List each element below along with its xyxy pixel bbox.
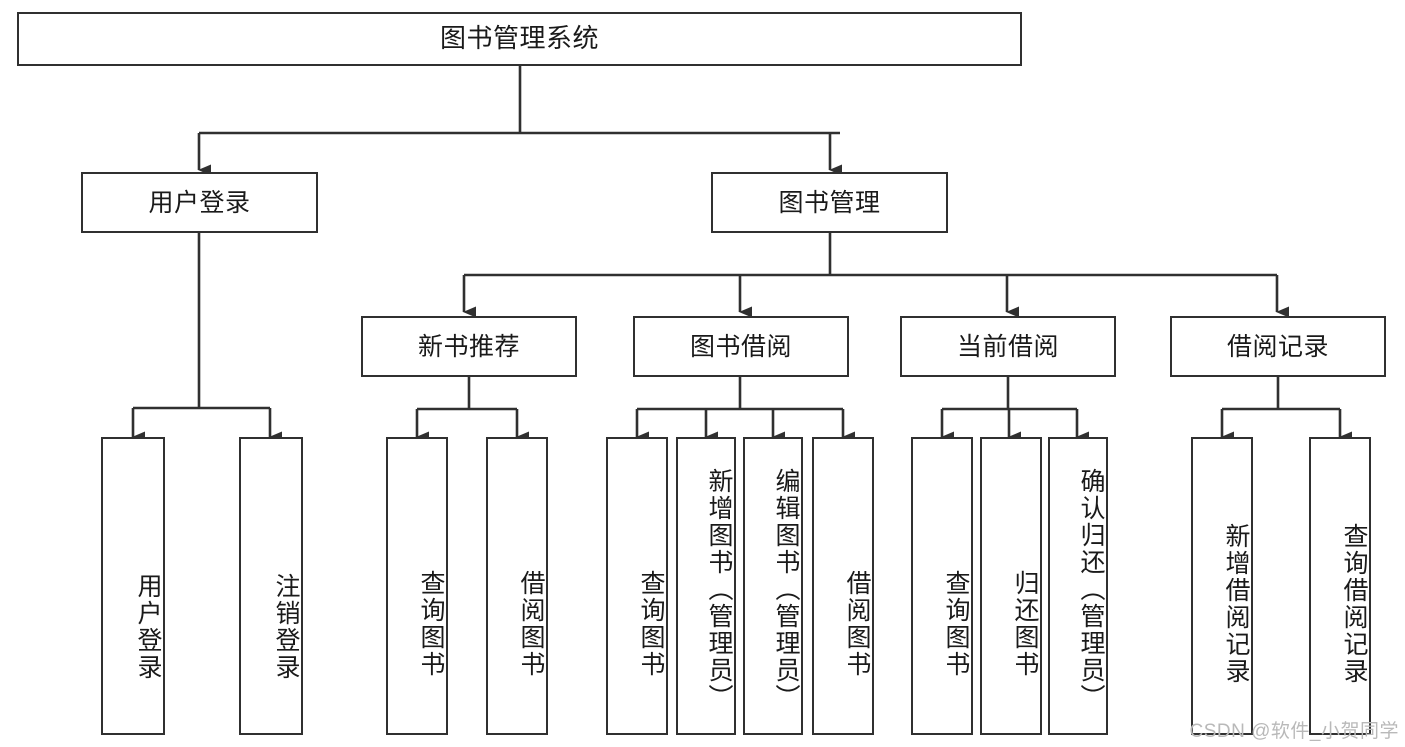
node-leaf-confirm-return[interactable]: 确认归还（管理员） xyxy=(1048,437,1108,735)
node-label: 用户登录 xyxy=(134,573,162,681)
node-label: 图书管理 xyxy=(778,188,881,217)
node-leaf-edit-book[interactable]: 编辑图书（管理员） xyxy=(743,437,803,735)
node-leaf-borrow-book[interactable]: 借阅图书 xyxy=(812,437,874,735)
node-root-book-management-system[interactable]: 图书管理系统 xyxy=(17,12,1022,66)
node-leaf-query-book-current[interactable]: 查询图书 xyxy=(911,437,973,735)
node-leaf-return-book[interactable]: 归还图书 xyxy=(980,437,1042,735)
node-label: 当前借阅 xyxy=(956,332,1059,361)
node-label: 借阅记录 xyxy=(1226,332,1329,361)
node-leaf-query-book-recommend[interactable]: 查询图书 xyxy=(386,437,448,735)
node-new-book-recommend[interactable]: 新书推荐 xyxy=(361,316,577,377)
node-user-login[interactable]: 用户登录 xyxy=(81,172,318,233)
node-current-borrow[interactable]: 当前借阅 xyxy=(900,316,1116,377)
node-label: 查询借阅记录 xyxy=(1340,523,1368,685)
node-label: 新书推荐 xyxy=(417,332,520,361)
node-label: 新增借阅记录 xyxy=(1222,523,1250,685)
node-leaf-user-login[interactable]: 用户登录 xyxy=(101,437,165,735)
node-leaf-add-borrow-record[interactable]: 新增借阅记录 xyxy=(1191,437,1253,735)
node-label: 查询图书 xyxy=(942,569,970,678)
watermark-text: CSDN @软件_小贺同学 xyxy=(1189,721,1399,742)
node-label: 归还图书 xyxy=(1011,569,1039,678)
node-label: 注销登录 xyxy=(272,573,300,681)
node-book-borrow[interactable]: 图书借阅 xyxy=(633,316,849,377)
node-label: 查询图书 xyxy=(417,569,445,678)
node-label: 查询图书 xyxy=(637,569,665,678)
node-leaf-borrow-book-recommend[interactable]: 借阅图书 xyxy=(486,437,548,735)
node-label: 图书借阅 xyxy=(689,332,792,361)
node-label: 确认归还（管理员） xyxy=(1077,467,1105,711)
node-label: 新增图书（管理员） xyxy=(705,467,733,711)
node-leaf-add-book[interactable]: 新增图书（管理员） xyxy=(676,437,736,735)
node-label: 借阅图书 xyxy=(517,569,545,678)
node-label: 图书管理系统 xyxy=(439,23,599,54)
node-leaf-query-borrow-record[interactable]: 查询借阅记录 xyxy=(1309,437,1371,735)
node-borrow-record[interactable]: 借阅记录 xyxy=(1170,316,1386,377)
node-label: 用户登录 xyxy=(148,188,251,217)
node-book-management[interactable]: 图书管理 xyxy=(711,172,948,233)
node-label: 编辑图书（管理员） xyxy=(772,467,800,711)
node-label: 借阅图书 xyxy=(843,569,871,678)
node-leaf-logout-login[interactable]: 注销登录 xyxy=(239,437,303,735)
node-leaf-query-book-borrow[interactable]: 查询图书 xyxy=(606,437,668,735)
